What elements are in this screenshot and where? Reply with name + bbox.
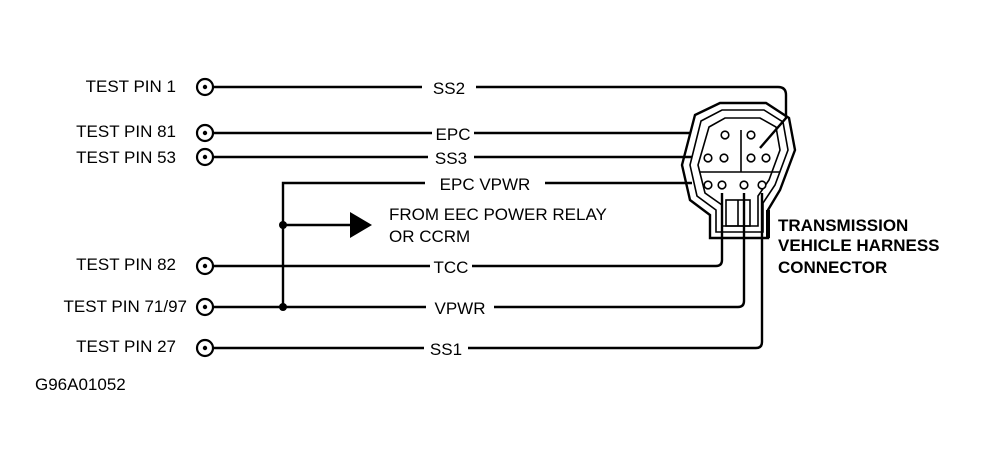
test-pin-27-label: TEST PIN 27 bbox=[76, 337, 176, 356]
epc-vpwr-wire bbox=[281, 181, 692, 307]
connector-label-line1: TRANSMISSION bbox=[778, 216, 908, 235]
tcc-wire-label: TCC bbox=[434, 258, 469, 277]
power-note-line1: FROM EEC POWER RELAY bbox=[389, 205, 607, 224]
test-pin-81-label: TEST PIN 81 bbox=[76, 122, 176, 141]
test-pin-53-terminal bbox=[195, 147, 215, 167]
test-pin-27-terminal bbox=[195, 338, 215, 358]
figure-id: G96A01052 bbox=[35, 375, 126, 394]
test-pin-71-97-label: TEST PIN 71/97 bbox=[64, 297, 187, 316]
tcc-wire bbox=[213, 193, 724, 268]
test-pin-1-terminal bbox=[195, 77, 215, 97]
test-pin-53-label: TEST PIN 53 bbox=[76, 148, 176, 167]
connector-label-line3: CONNECTOR bbox=[778, 258, 887, 277]
test-pin-71-97-terminal bbox=[195, 297, 215, 317]
ss2-wire bbox=[213, 85, 788, 149]
test-pin-82-terminal bbox=[195, 256, 215, 276]
ss1-wire-label: SS1 bbox=[430, 340, 462, 359]
ss2-wire-label: SS2 bbox=[433, 79, 465, 98]
connector-label-line2: VEHICLE HARNESS bbox=[778, 236, 940, 255]
splice-dot-lower bbox=[279, 303, 287, 311]
epc-wire-label: EPC bbox=[436, 125, 471, 144]
test-pin-81-terminal bbox=[195, 123, 215, 143]
transmission-harness-connector bbox=[680, 101, 797, 240]
vpwr-wire bbox=[213, 193, 746, 309]
ss3-wire-label: SS3 bbox=[435, 149, 467, 168]
splice-dot-upper bbox=[279, 221, 287, 229]
test-pin-82-label: TEST PIN 82 bbox=[76, 255, 176, 274]
vpwr-wire-label: VPWR bbox=[435, 299, 486, 318]
power-feed-arrow bbox=[283, 212, 372, 238]
power-note-line2: OR CCRM bbox=[389, 227, 470, 246]
epc-vpwr-wire-label: EPC VPWR bbox=[440, 175, 531, 194]
ss1-wire bbox=[213, 193, 764, 350]
test-pin-1-label: TEST PIN 1 bbox=[86, 77, 176, 96]
